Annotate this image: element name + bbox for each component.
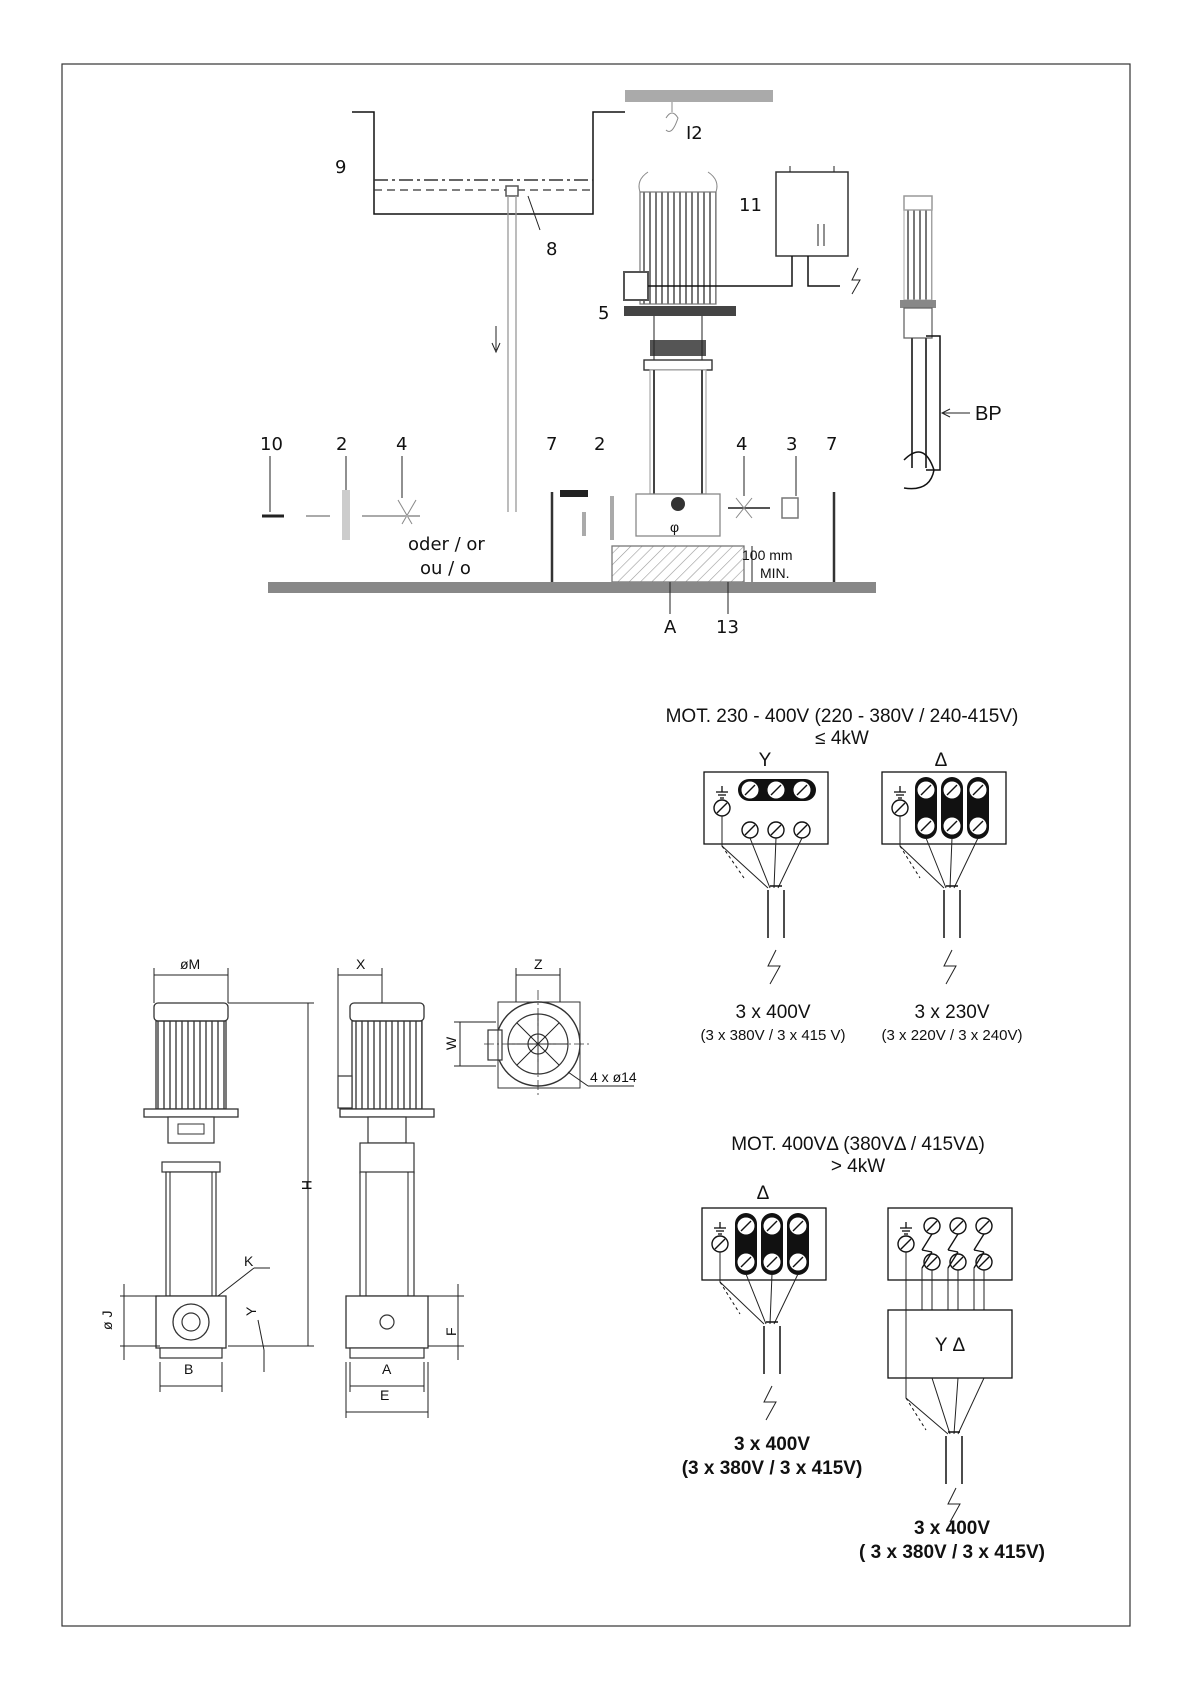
drain-plug bbox=[671, 497, 685, 511]
wiring2-power: > 4kW bbox=[831, 1156, 885, 1177]
dim-b: B bbox=[184, 1361, 193, 1377]
wiring-diagram-large-motor: MOT. 400VΔ (380VΔ / 415VΔ) > 4kW Δ 3 x 4… bbox=[682, 1134, 1045, 1563]
wiring2-right-voltage: 3 x 400V bbox=[914, 1518, 990, 1539]
label-5: 5 bbox=[598, 303, 609, 324]
dim-k: K bbox=[244, 1253, 254, 1269]
lifting-hook-icon bbox=[665, 102, 679, 132]
wiring1-delta-voltage: 3 x 230V bbox=[915, 1002, 990, 1023]
check-valve-3 bbox=[781, 497, 799, 519]
installation-diagram: φ bbox=[260, 90, 1002, 638]
label-8: 8 bbox=[546, 239, 557, 260]
flow-arrow-icon bbox=[491, 326, 501, 354]
wiring2-delta-symbol: Δ bbox=[757, 1183, 770, 1204]
power-supply-delta-direct-icon bbox=[763, 1385, 777, 1421]
dim-a: A bbox=[382, 1361, 392, 1377]
pump-head bbox=[643, 359, 713, 371]
control-cable bbox=[648, 256, 840, 287]
dim-x: X bbox=[356, 956, 366, 972]
wiring2-starter-label: Y Δ bbox=[935, 1335, 966, 1356]
pressure-tank bbox=[775, 171, 849, 257]
label-2-discharge: 2 bbox=[594, 434, 605, 455]
wiring-diagram-small-motor: MOT. 230 - 400V (220 - 380V / 240-415V) … bbox=[666, 706, 1023, 1044]
motor-body bbox=[639, 191, 717, 305]
motor-flange bbox=[624, 306, 736, 316]
label-12: I2 bbox=[686, 123, 703, 144]
suction-tank bbox=[352, 111, 625, 215]
label-7-right: 7 bbox=[826, 434, 837, 455]
label-4-suction: 4 bbox=[396, 434, 407, 455]
label-9: 9 bbox=[335, 157, 346, 178]
leader-line bbox=[527, 195, 541, 231]
motor-terminal-box bbox=[623, 271, 649, 301]
dim-w: W bbox=[443, 1036, 459, 1050]
foot-valve bbox=[505, 185, 519, 197]
wiring2-left-voltage-alt: (3 x 380V / 3 x 415V) bbox=[682, 1458, 863, 1479]
dim-oj: ø J bbox=[99, 1311, 115, 1330]
wiring2-left-voltage: 3 x 400V bbox=[734, 1434, 810, 1455]
label-10: 10 bbox=[260, 434, 283, 455]
dim-f: F bbox=[443, 1327, 459, 1336]
wiring1-power: ≤ 4kW bbox=[815, 728, 869, 749]
wiring1-star-voltage-alt: (3 x 380V / 3 x 415 V) bbox=[700, 1027, 845, 1044]
wiring2-right-voltage-alt: ( 3 x 380V / 3 x 415V) bbox=[859, 1542, 1045, 1563]
wiring1-delta-voltage-alt: (3 x 220V / 3 x 240V) bbox=[882, 1027, 1023, 1044]
concrete-foundation bbox=[611, 545, 745, 583]
label-4-discharge: 4 bbox=[736, 434, 747, 455]
valve-4-suction bbox=[397, 499, 413, 525]
dimension-drawing-side bbox=[337, 968, 464, 1418]
wiring1-delta-symbol: Δ bbox=[935, 750, 948, 771]
motor-fan-cover bbox=[638, 171, 718, 193]
pipe-clamp bbox=[560, 490, 588, 497]
label-2-suction: 2 bbox=[336, 434, 347, 455]
power-supply-star-icon bbox=[767, 949, 781, 985]
dim-h: H bbox=[299, 1180, 315, 1190]
wiring1-star-symbol: Y bbox=[759, 750, 772, 771]
coupling bbox=[650, 340, 706, 356]
power-supply-delta-icon bbox=[943, 949, 957, 985]
bypass-pump-detail bbox=[900, 195, 970, 490]
dim-bolt-holes: 4 x ø14 bbox=[590, 1069, 637, 1085]
floor bbox=[268, 582, 876, 593]
oder-or-text: oder / or bbox=[408, 534, 485, 555]
label-11: 11 bbox=[739, 195, 762, 216]
clearance-value: 100 mm bbox=[742, 547, 793, 563]
dimension-drawing-front bbox=[120, 968, 314, 1392]
valve-4-suction-cross bbox=[401, 499, 417, 525]
wiring1-star-voltage: 3 x 400V bbox=[736, 1002, 811, 1023]
dim-z: Z bbox=[534, 956, 543, 972]
wiring2-title: MOT. 400VΔ (380VΔ / 415VΔ) bbox=[731, 1134, 985, 1155]
star-delta-starter bbox=[887, 1309, 1013, 1379]
label-3: 3 bbox=[786, 434, 797, 455]
valve-4-discharge bbox=[735, 497, 753, 519]
label-7-left: 7 bbox=[546, 434, 557, 455]
ceiling-beam bbox=[625, 90, 773, 102]
power-supply-icon bbox=[851, 267, 861, 295]
ou-o-text: ou / o bbox=[420, 558, 471, 579]
svg-text:φ: φ bbox=[670, 519, 679, 535]
pump-sleeve bbox=[649, 369, 707, 495]
label-a: A bbox=[664, 617, 677, 638]
dim-e: E bbox=[380, 1387, 389, 1403]
power-supply-star-delta-icon bbox=[947, 1487, 961, 1523]
dimension-drawing-top bbox=[454, 968, 634, 1098]
wiring1-title: MOT. 230 - 400V (220 - 380V / 240-415V) bbox=[666, 706, 1019, 727]
dim-y: Y bbox=[243, 1306, 259, 1316]
label-bp: BP bbox=[975, 403, 1002, 425]
clearance-min: MIN. bbox=[760, 565, 790, 581]
sheet-frame bbox=[61, 63, 1131, 1627]
label-13: 13 bbox=[716, 617, 739, 638]
dim-om: øM bbox=[180, 956, 200, 972]
